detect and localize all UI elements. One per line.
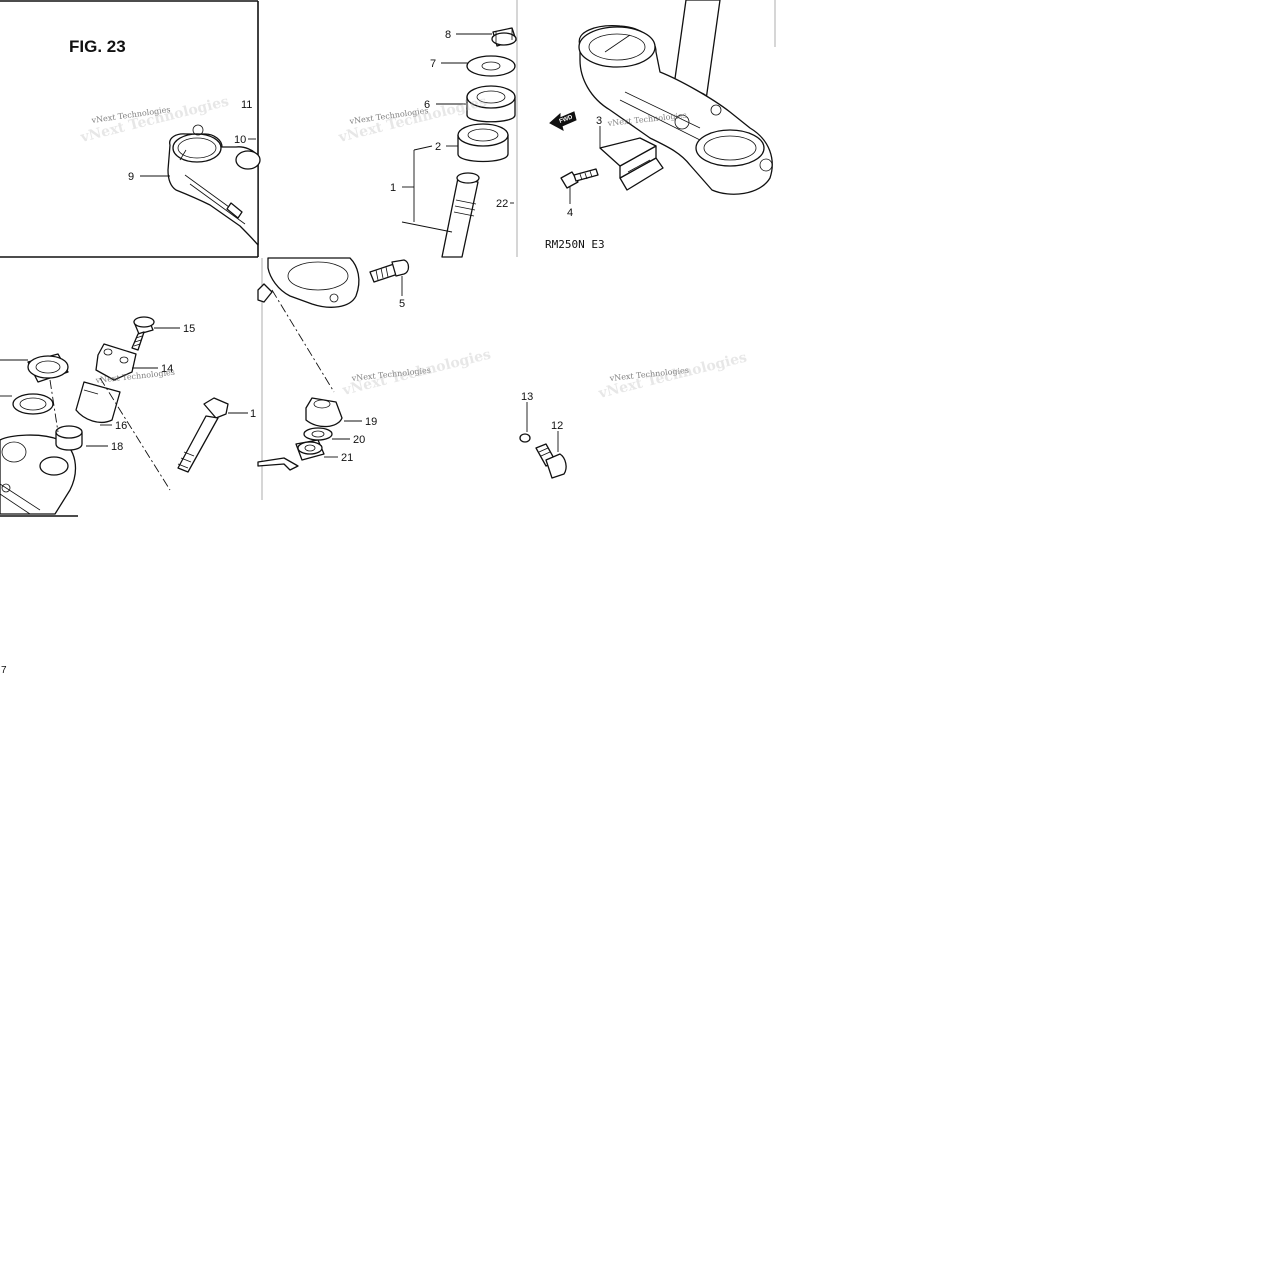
callout-20: 20 bbox=[353, 434, 365, 446]
callout-13: 13 bbox=[521, 391, 533, 403]
panel-lower-right: 13 12 vNext Technologies vNext Technolog… bbox=[519, 350, 749, 479]
cotter-pin-drawing bbox=[257, 457, 299, 471]
steering-stem-drawing bbox=[441, 172, 480, 258]
washer-20-drawing bbox=[303, 427, 333, 441]
upper-bracket-drawing bbox=[167, 124, 261, 246]
bolt-4-drawing bbox=[560, 168, 599, 189]
fwd-arrow-icon: FWD bbox=[549, 111, 577, 131]
callout-1: 1 bbox=[390, 182, 396, 194]
fwd-label: FWD bbox=[559, 114, 575, 125]
model-code: RM250N E3 bbox=[545, 238, 605, 251]
callout-15: 15 bbox=[183, 323, 195, 335]
callout-4: 4 bbox=[567, 207, 573, 219]
callout-6: 6 bbox=[424, 99, 430, 111]
stopper-drawing bbox=[599, 137, 664, 191]
callout-16: 16 bbox=[115, 420, 127, 432]
nut-drawing bbox=[27, 353, 69, 383]
bolt-5-drawing bbox=[369, 259, 410, 283]
washer-drawing bbox=[466, 55, 516, 77]
callout-21: 21 bbox=[341, 452, 353, 464]
callout-2: 2 bbox=[435, 141, 441, 153]
callout-11: 11 bbox=[241, 99, 252, 111]
bushing-18-drawing bbox=[55, 425, 83, 451]
callout-5: 5 bbox=[399, 298, 405, 310]
callout-18: 18 bbox=[111, 441, 123, 453]
holder-19-drawing bbox=[305, 397, 343, 428]
callout-7: 7 bbox=[430, 58, 436, 70]
callout-12: 12 bbox=[551, 420, 563, 432]
panel-upper-left: FIG. 23 9 10 11 vNext Technologies vNext… bbox=[0, 0, 261, 258]
callout-1-lower: 1 bbox=[250, 408, 256, 420]
figure-title: FIG. 23 bbox=[69, 37, 126, 56]
callout-22: 22 bbox=[496, 198, 508, 210]
nut-21-drawing bbox=[295, 439, 325, 461]
callout-8: 8 bbox=[445, 29, 451, 41]
panel-upper-right: 3 4 FWD RM250N E3 vNext Technologies bbox=[545, 0, 776, 251]
callout-3: 3 bbox=[596, 115, 602, 127]
page-number: 7 bbox=[1, 665, 7, 676]
washer-13-drawing bbox=[519, 433, 531, 443]
lower-bearing-drawing bbox=[457, 123, 509, 163]
bracket-fragment-drawing bbox=[0, 434, 77, 515]
upper-bearing-drawing bbox=[466, 85, 516, 123]
callout-14: 14 bbox=[161, 363, 173, 375]
callout-10: 10 bbox=[234, 134, 246, 146]
callout-9: 9 bbox=[128, 171, 134, 183]
upper-clamp-drawing bbox=[257, 257, 360, 308]
panel-lower-left: 15 14 16 18 1 bbox=[0, 316, 256, 517]
screw-12-drawing bbox=[535, 443, 567, 479]
holder-14-drawing bbox=[95, 343, 137, 381]
washer-left-drawing bbox=[12, 393, 54, 415]
panel-lower-center: 5 19 20 21 vNext Technologies vNext Tech… bbox=[257, 257, 493, 500]
bolt-15-drawing bbox=[131, 316, 155, 351]
stem-nut-drawing bbox=[491, 27, 517, 47]
lower-bracket-drawing bbox=[578, 25, 773, 195]
long-bolt-drawing bbox=[177, 397, 229, 473]
panel-upper-center: 8 7 6 2 1 22 bbox=[336, 0, 518, 258]
callout-19: 19 bbox=[365, 416, 377, 428]
holder-16-drawing bbox=[75, 381, 121, 424]
